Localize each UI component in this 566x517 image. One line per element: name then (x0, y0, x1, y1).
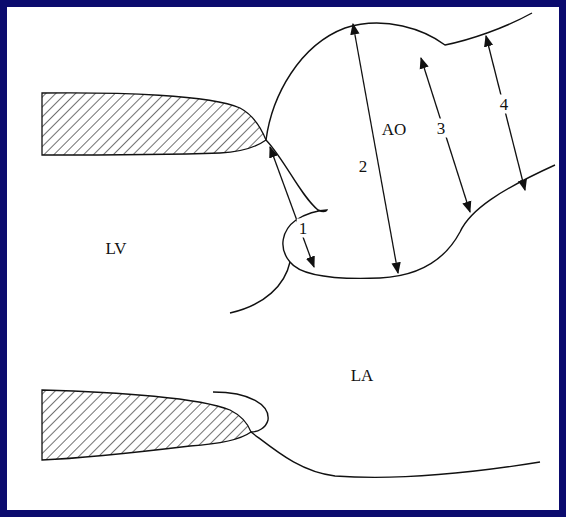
callout-number: 2 (357, 157, 370, 176)
region-label: LV (103, 239, 128, 258)
callout-number: 3 (435, 119, 448, 138)
callout-number: 1 (297, 219, 310, 238)
region-label: AO (380, 120, 409, 139)
region-label: LA (349, 366, 376, 385)
callout-number: 4 (498, 95, 511, 114)
